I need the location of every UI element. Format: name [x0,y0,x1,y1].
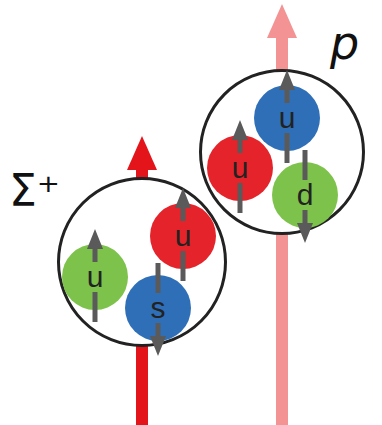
quark-label: u [84,262,107,292]
quark-label: u [276,103,299,133]
quark-label: u [172,221,195,251]
particle-label: Σ⁺ [9,169,60,213]
hadron-circle: uusΣ⁺ [57,177,227,347]
quark-label: d [294,180,317,210]
quark-label: u [229,153,252,183]
hadron-outline [201,71,364,234]
particle-label: p [330,20,359,66]
hadron-circle: uudp [199,69,365,235]
quark-label: s [148,293,169,323]
spin-arrow [87,70,313,356]
hadron-outline [59,179,226,346]
